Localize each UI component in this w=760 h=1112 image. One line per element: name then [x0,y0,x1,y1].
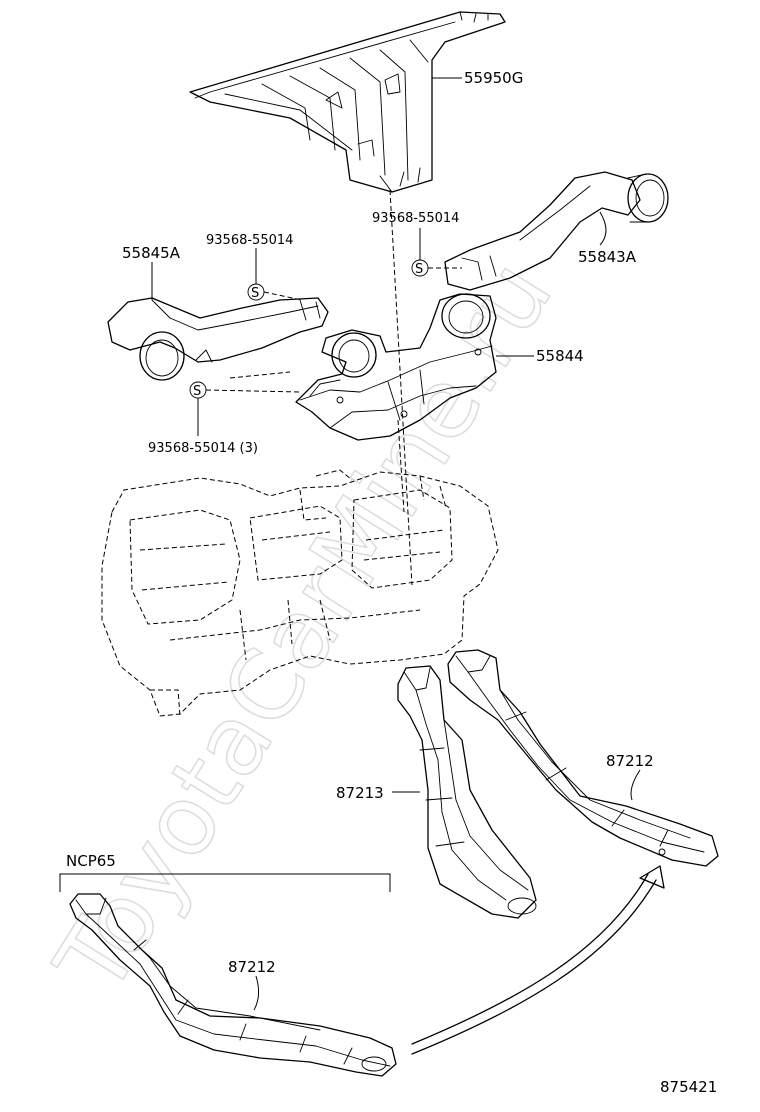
floor-duct-87213 [397,665,537,919]
screw-marker-left: S [251,286,259,301]
ncp65-bracket [59,873,391,892]
side-duct-55845A [107,297,329,381]
label-55845A: 55845A [122,244,181,262]
label-55950G: 55950G [464,69,523,87]
floor-duct-87212-right [447,649,719,867]
floor-duct-87212-ncp65 [69,893,397,1077]
label-bolt-upper: 93568-55014 [372,211,459,226]
defroster-nozzle-55950G [189,11,506,193]
label-87212-right: 87212 [606,752,654,770]
label-ncp65: NCP65 [66,852,116,870]
label-87213: 87213 [336,784,384,802]
replacement-arrow [411,865,665,1055]
label-bolt-left: 93568-55014 [206,233,293,248]
label-87212-ncp65: 87212 [228,958,276,976]
label-55843A: 55843A [578,248,637,266]
screw-marker-upper: S [415,262,423,277]
label-55844: 55844 [536,347,584,365]
label-bolt-lower: 93568-55014 (3) [148,441,258,456]
side-duct-55843A [444,171,669,291]
screw-marker-lower: S [193,384,201,399]
figure-number: 875421 [660,1078,717,1096]
heater-unit-phantom [101,469,499,717]
center-duct-55844 [295,293,497,441]
